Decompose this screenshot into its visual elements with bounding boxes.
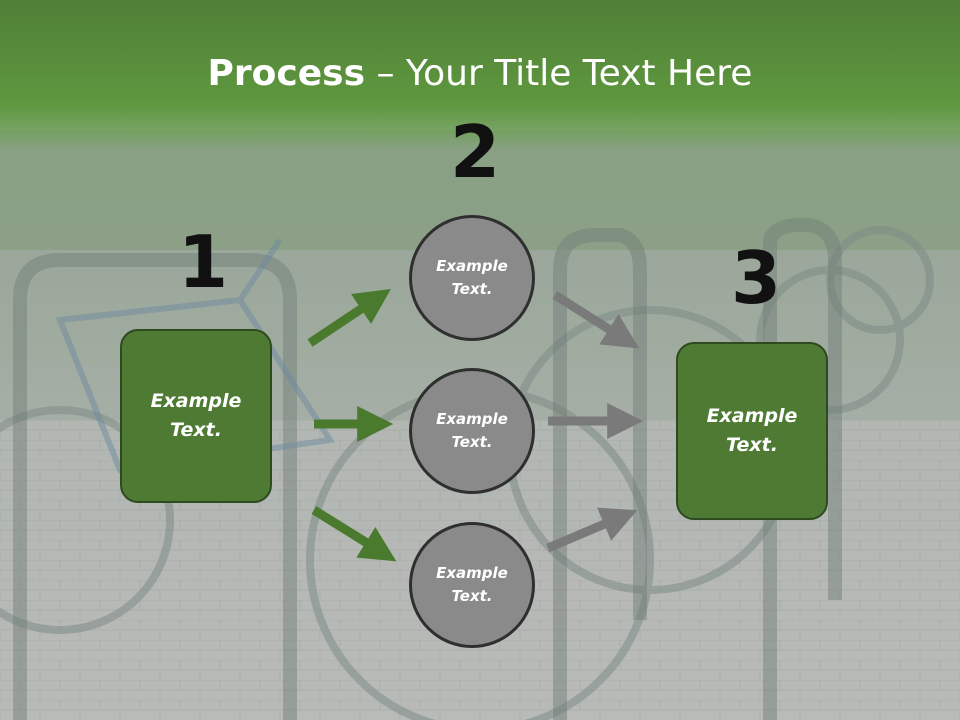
green-arrow-up (307, 289, 391, 347)
title-band (0, 0, 960, 150)
middle-circle-center: Example Text. (409, 368, 535, 494)
middle-circle-top: Example Text. (409, 215, 535, 341)
step-number-3: 3 (731, 236, 782, 320)
step-number-2: 2 (450, 110, 501, 194)
title-rest: – Your Title Text Here (365, 53, 753, 94)
right-step-text: Example Text. (706, 405, 798, 456)
green-arrow-down (311, 506, 397, 562)
right-step-box: Example Text. (676, 342, 828, 520)
circle-text-top: Example Text. (436, 257, 508, 298)
slide-title: Process – Your Title Text Here (0, 52, 960, 96)
left-step-box: Example Text. (120, 329, 272, 503)
gray-arrow-down (552, 291, 640, 349)
gray-arrow-up (546, 507, 638, 553)
middle-circle-bottom: Example Text. (409, 522, 535, 648)
circle-text-bottom: Example Text. (436, 564, 508, 605)
circle-text-center: Example Text. (436, 410, 508, 451)
title-bold: Process (207, 53, 366, 94)
step-number-1: 1 (178, 220, 229, 304)
left-step-text: Example Text. (150, 390, 242, 441)
